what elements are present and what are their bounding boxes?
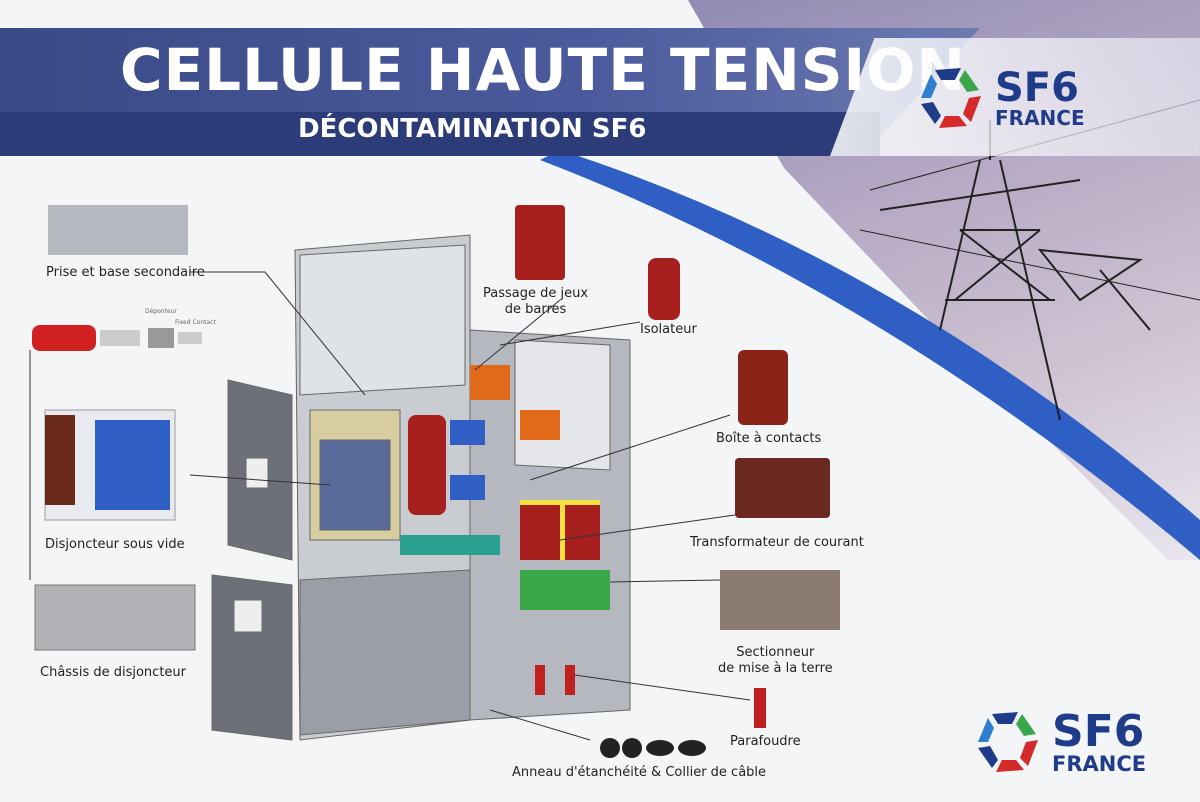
label-deponteur: Déponteur — [145, 308, 177, 315]
label-anneau: Anneau d'étanchéité & Collier de câble — [512, 765, 767, 780]
logo-top: SF6 FRANCE — [915, 62, 1085, 134]
logo-sf6: SF6 — [1052, 705, 1145, 757]
logo-panel — [830, 38, 1200, 156]
component-pictures — [32, 205, 840, 758]
logo-hexagon-icon — [921, 68, 981, 128]
secondary-plug-picture — [48, 205, 188, 255]
insulator-picture — [648, 258, 680, 320]
label-passage: Passage de jeux de barres — [483, 286, 589, 317]
bushing-picture — [515, 205, 565, 280]
sealing-ring-picture — [600, 738, 706, 758]
page-subtitle: DÉCONTAMINATION SF6 — [298, 114, 647, 144]
label-boite: Boîte à contacts — [716, 431, 822, 446]
logo-bottom: SF6 FRANCE — [972, 706, 1146, 778]
label-prise: Prise et base secondaire — [46, 265, 205, 280]
red-bushing-picture — [32, 325, 96, 351]
label-transformateur: Transformateur de courant — [690, 535, 864, 550]
label-disjoncteur: Disjoncteur sous vide — [45, 537, 185, 552]
label-chassis: Châssis de disjoncteur — [40, 665, 186, 680]
cabinet-components — [400, 365, 610, 695]
logo-hexagon-icon — [978, 712, 1038, 772]
earthing-switch-picture — [720, 570, 840, 630]
leader-lines — [29, 271, 751, 741]
contact-box-picture — [738, 350, 788, 425]
label-fixed-contact: Fixed Contact — [175, 319, 216, 326]
logo-france: FRANCE — [1052, 751, 1147, 776]
logo-france: FRANCE — [995, 106, 1085, 130]
surge-arrester-picture — [754, 688, 766, 728]
label-isolateur: Isolateur — [640, 322, 697, 337]
subtitle-band — [0, 112, 880, 156]
breaker-chassis-picture — [34, 584, 196, 651]
logo-sf6: SF6 — [995, 65, 1079, 111]
label-parafoudre: Parafoudre — [730, 734, 801, 749]
label-sectionneur: Sectionneur de mise à la terre — [718, 645, 833, 676]
page-title: CELLULE HAUTE TENSION — [120, 36, 966, 104]
current-transformer-picture — [735, 458, 830, 518]
